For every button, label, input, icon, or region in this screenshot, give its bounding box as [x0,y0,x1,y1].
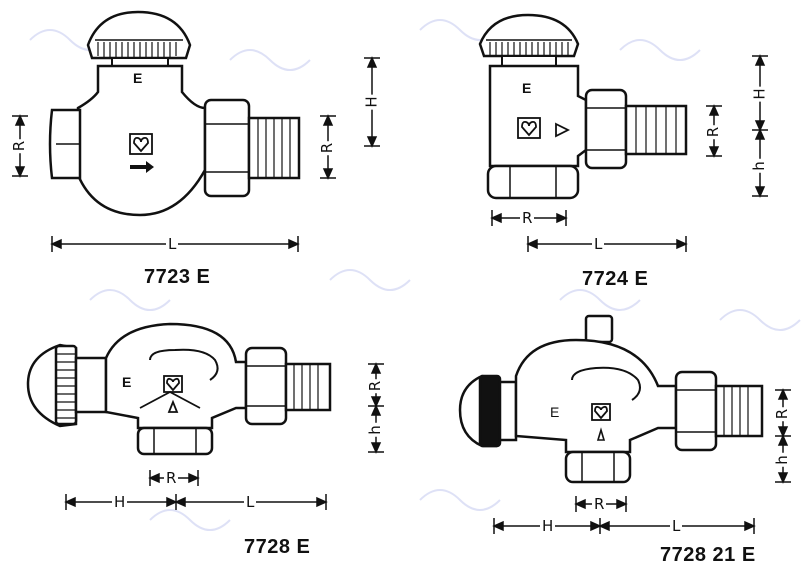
dim-h-lower: h [749,159,768,173]
valve-7724-drawing [478,13,768,252]
valve-7728-drawing [26,322,384,510]
dim-r-right: R [318,140,337,156]
flow-arrow-icon [555,122,571,138]
dim-h: H [362,94,381,110]
dim-r-bottom: R [520,209,535,227]
valve-cap [86,10,192,60]
valve-cap [478,13,580,58]
heart-logo-icon [517,117,541,139]
body-mark-e: E [522,80,532,96]
dim-r-left: R [10,138,29,154]
right-nut [203,98,251,198]
body-mark-e: E [133,70,143,86]
caption-772821: 7728 21 E [660,544,756,566]
side-tail [284,362,332,412]
body-mark-e: E [122,374,132,390]
dim-r-bottom: R [164,469,179,487]
side-tail [714,384,764,438]
heart-logo-icon [129,133,153,155]
bottom-nut [136,426,214,456]
dim-l: L [670,517,683,535]
dim-h-lower: h [365,423,384,437]
caption-7728: 7728 E [244,536,311,558]
side-nut [674,370,718,452]
side-nut [584,88,628,170]
figure-7723: E R R H L 7723 E [0,0,400,290]
dim-h: H [540,517,556,535]
caption-7723: 7723 E [144,266,211,288]
dim-r-side: R [773,406,792,422]
dim-l: L [592,235,605,253]
flow-arrow-icon [130,161,154,173]
dim-h-upper: H [750,86,769,102]
figure-7728: E R H L R h 7728 E [0,300,420,568]
dim-r-side: R [366,378,385,394]
heart-logo-icon [163,375,183,393]
dim-h-lower: h [772,453,791,467]
valve-body [488,64,588,168]
top-spindle [584,314,614,344]
bottom-nut [564,450,632,484]
valve-772821-drawing [458,314,791,534]
caption-7724: 7724 E [582,268,649,290]
valve-7723-drawing [12,10,380,252]
body-mark-e: E [550,404,560,420]
dim-r-bottom: R [592,495,607,513]
side-nut [244,346,288,426]
figure-7724: E R R H h L 7724 E [410,0,811,295]
flow-arrow-icon [167,399,179,413]
bottom-nut [486,164,580,200]
flow-arrow-icon [596,427,606,441]
dim-l: L [166,235,179,253]
dim-l: L [244,493,257,511]
dim-r-side: R [704,124,723,140]
heart-logo-icon [591,403,611,421]
valve-body [514,338,678,454]
figure-772821: E R H L R h 7728 21 E [420,300,811,568]
dim-h: H [112,493,128,511]
